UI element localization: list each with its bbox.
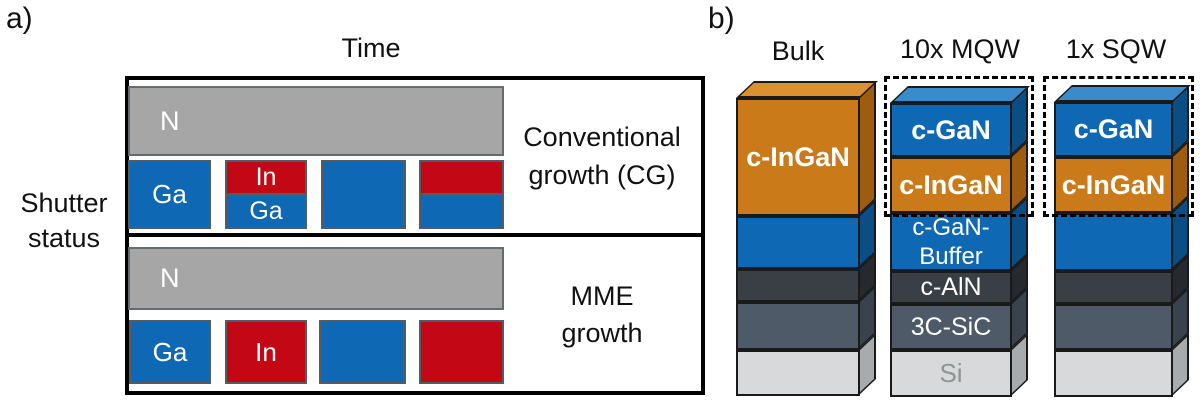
sqw-period-outline — [1043, 76, 1194, 217]
mqw-sic-label: 3C-SiC — [910, 312, 992, 341]
n-shutter-bar-cg-label: N — [160, 105, 180, 136]
mqw-buffer-label-line1: c-GaN- — [912, 214, 990, 241]
mme-row-label-line2: growth — [561, 318, 643, 348]
mme-pulse-4-in — [419, 320, 504, 384]
panel-b-label: b) — [708, 2, 735, 35]
stack-header-mqw: 10x MQW — [899, 34, 1020, 64]
sqw-layer-sic — [1054, 304, 1173, 350]
sqw-layer-aln — [1054, 271, 1173, 304]
mqw-layer-sic: 3C-SiC — [890, 304, 1012, 350]
mme-pulse-2-in: In — [225, 320, 307, 384]
cg-row-label-line1: Conventional — [523, 122, 681, 152]
mme-pulse-1-label: Ga — [152, 336, 188, 367]
n-shutter-bar-cg: N — [128, 86, 504, 156]
sqw-layer-c-gan: c-GaN — [1054, 102, 1173, 157]
mme-pulse-3-ga — [319, 320, 406, 384]
sqw-c-ingan-label: c-InGaN — [1061, 169, 1166, 200]
mqw-layer-c-ingan: c-InGaN — [890, 157, 1012, 213]
cg-pulse-1-ga: Ga — [128, 160, 211, 229]
bulk-c-ingan-label: c-InGaN — [746, 141, 850, 172]
bulk-layer-aln — [736, 269, 860, 302]
mqw-layer-c-gan: c-GaN — [890, 103, 1012, 157]
mqw-layer-si: Si — [890, 350, 1012, 397]
n-shutter-bar-mme: N — [128, 247, 504, 310]
sqw-layer-gan-buffer — [1054, 213, 1173, 271]
bulk-c-ingan-side — [858, 80, 876, 217]
sqw-layer-si — [1054, 350, 1173, 397]
mqw-layer-aln: c-AlN — [890, 271, 1012, 304]
mqw-si-label: Si — [939, 358, 963, 388]
mme-pulse-2-label: In — [255, 336, 277, 367]
bulk-layer-si — [736, 350, 860, 396]
stack-header-sqw: 1x SQW — [1065, 34, 1167, 64]
mqw-period-outline — [884, 76, 1034, 217]
shutter-status-line2: status — [27, 223, 101, 253]
cg-row-label: Conventional growth (CG) — [503, 118, 701, 194]
row-divider — [127, 233, 703, 237]
cg-pulse-2-ga-segment: Ga — [227, 195, 305, 227]
cg-pulse-4-ga-segment — [421, 195, 502, 227]
n-shutter-bar-mme-label: N — [160, 263, 180, 293]
time-axis-label: Time — [341, 33, 401, 63]
mqw-c-gan-label: c-GaN — [911, 114, 991, 145]
mme-row-label-line1: MME — [570, 281, 634, 311]
mqw-layer-gan-buffer: c-GaN- Buffer — [890, 213, 1012, 271]
bulk-layer-sic — [736, 302, 860, 350]
stack-header-bulk: Bulk — [771, 36, 825, 66]
mqw-buffer-label-line2: Buffer — [919, 243, 983, 270]
shutter-status-label: Shutter status — [5, 186, 123, 256]
sqw-c-gan-label: c-GaN — [1073, 114, 1154, 144]
mme-pulse-1-ga: Ga — [129, 320, 211, 384]
mme-row-label: MME growth — [503, 278, 701, 352]
bulk-layer-gan-buffer — [736, 216, 860, 269]
stack-bulk-top-face — [736, 81, 878, 98]
sqw-layer-c-ingan: c-InGaN — [1054, 157, 1173, 213]
cg-pulse-4-in-over-ga — [419, 160, 504, 229]
cg-pulse-3-ga — [321, 160, 406, 229]
bulk-layer-c-ingan: c-InGaN — [736, 98, 860, 216]
mqw-c-ingan-label: c-InGaN — [899, 169, 1003, 200]
cg-row-label-line2: growth (CG) — [528, 160, 676, 190]
cg-pulse-2-in-over-ga: In Ga — [225, 160, 307, 229]
shutter-status-line1: Shutter — [20, 188, 108, 218]
panel-a-label: a) — [6, 2, 33, 35]
cg-pulse-1-label: Ga — [152, 179, 187, 209]
cg-pulse-2-in-segment: In — [227, 162, 305, 195]
mqw-aln-label: c-AlN — [920, 273, 982, 301]
cg-pulse-4-in-segment — [421, 162, 502, 195]
